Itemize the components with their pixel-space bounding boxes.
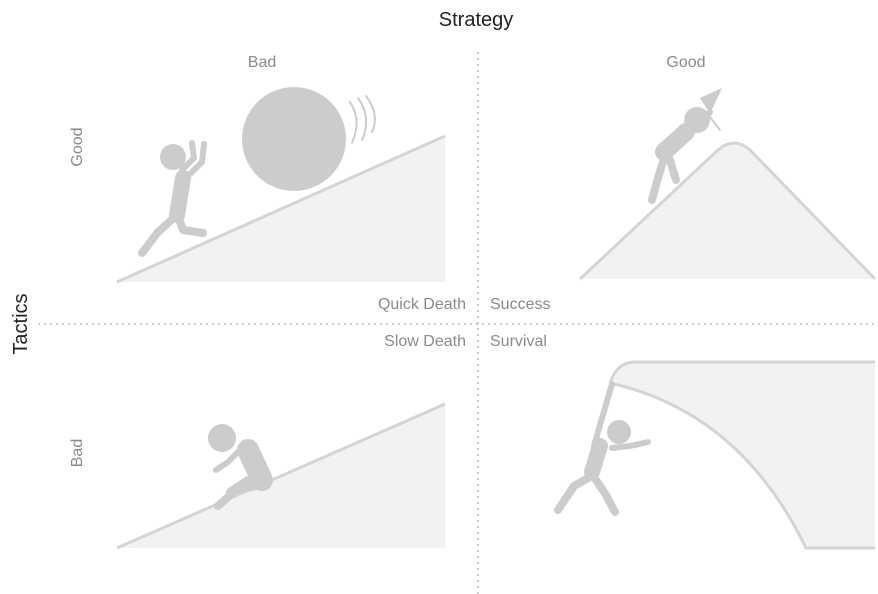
- success-illustration: [578, 88, 877, 281]
- boulder-icon: [242, 87, 346, 191]
- strategy-good-label: Good: [666, 54, 706, 71]
- quadrant-label-slow-death: Slow Death: [384, 333, 466, 350]
- climber-with-flag-icon: [648, 88, 722, 204]
- quadrant-label-survival: Survival: [490, 333, 547, 350]
- tactics-bad-label: Bad: [69, 438, 86, 468]
- motion-lines-icon: [349, 95, 376, 144]
- tactics-axis-title: Tactics: [10, 293, 32, 355]
- tactics-good-label: Good: [69, 127, 86, 167]
- struggling-person-icon: [208, 424, 273, 510]
- slow-death-illustration: [116, 402, 446, 550]
- quick-death-illustration: [116, 87, 446, 284]
- strategy-axis-title: Strategy: [438, 9, 514, 31]
- quadrant-label-quick-death: Quick Death: [377, 296, 466, 313]
- slope-edge: [116, 402, 446, 550]
- survival-illustration: [554, 360, 875, 550]
- hanging-person-icon: [554, 381, 651, 516]
- quadrant-label-success: Success: [490, 296, 551, 313]
- cliff-edge: [608, 360, 875, 550]
- slope-edge: [116, 134, 446, 284]
- running-person-icon: [138, 140, 207, 257]
- strategy-bad-label: Bad: [247, 54, 277, 71]
- mountain-terrain: [580, 143, 875, 279]
- mountain-edge: [578, 141, 877, 281]
